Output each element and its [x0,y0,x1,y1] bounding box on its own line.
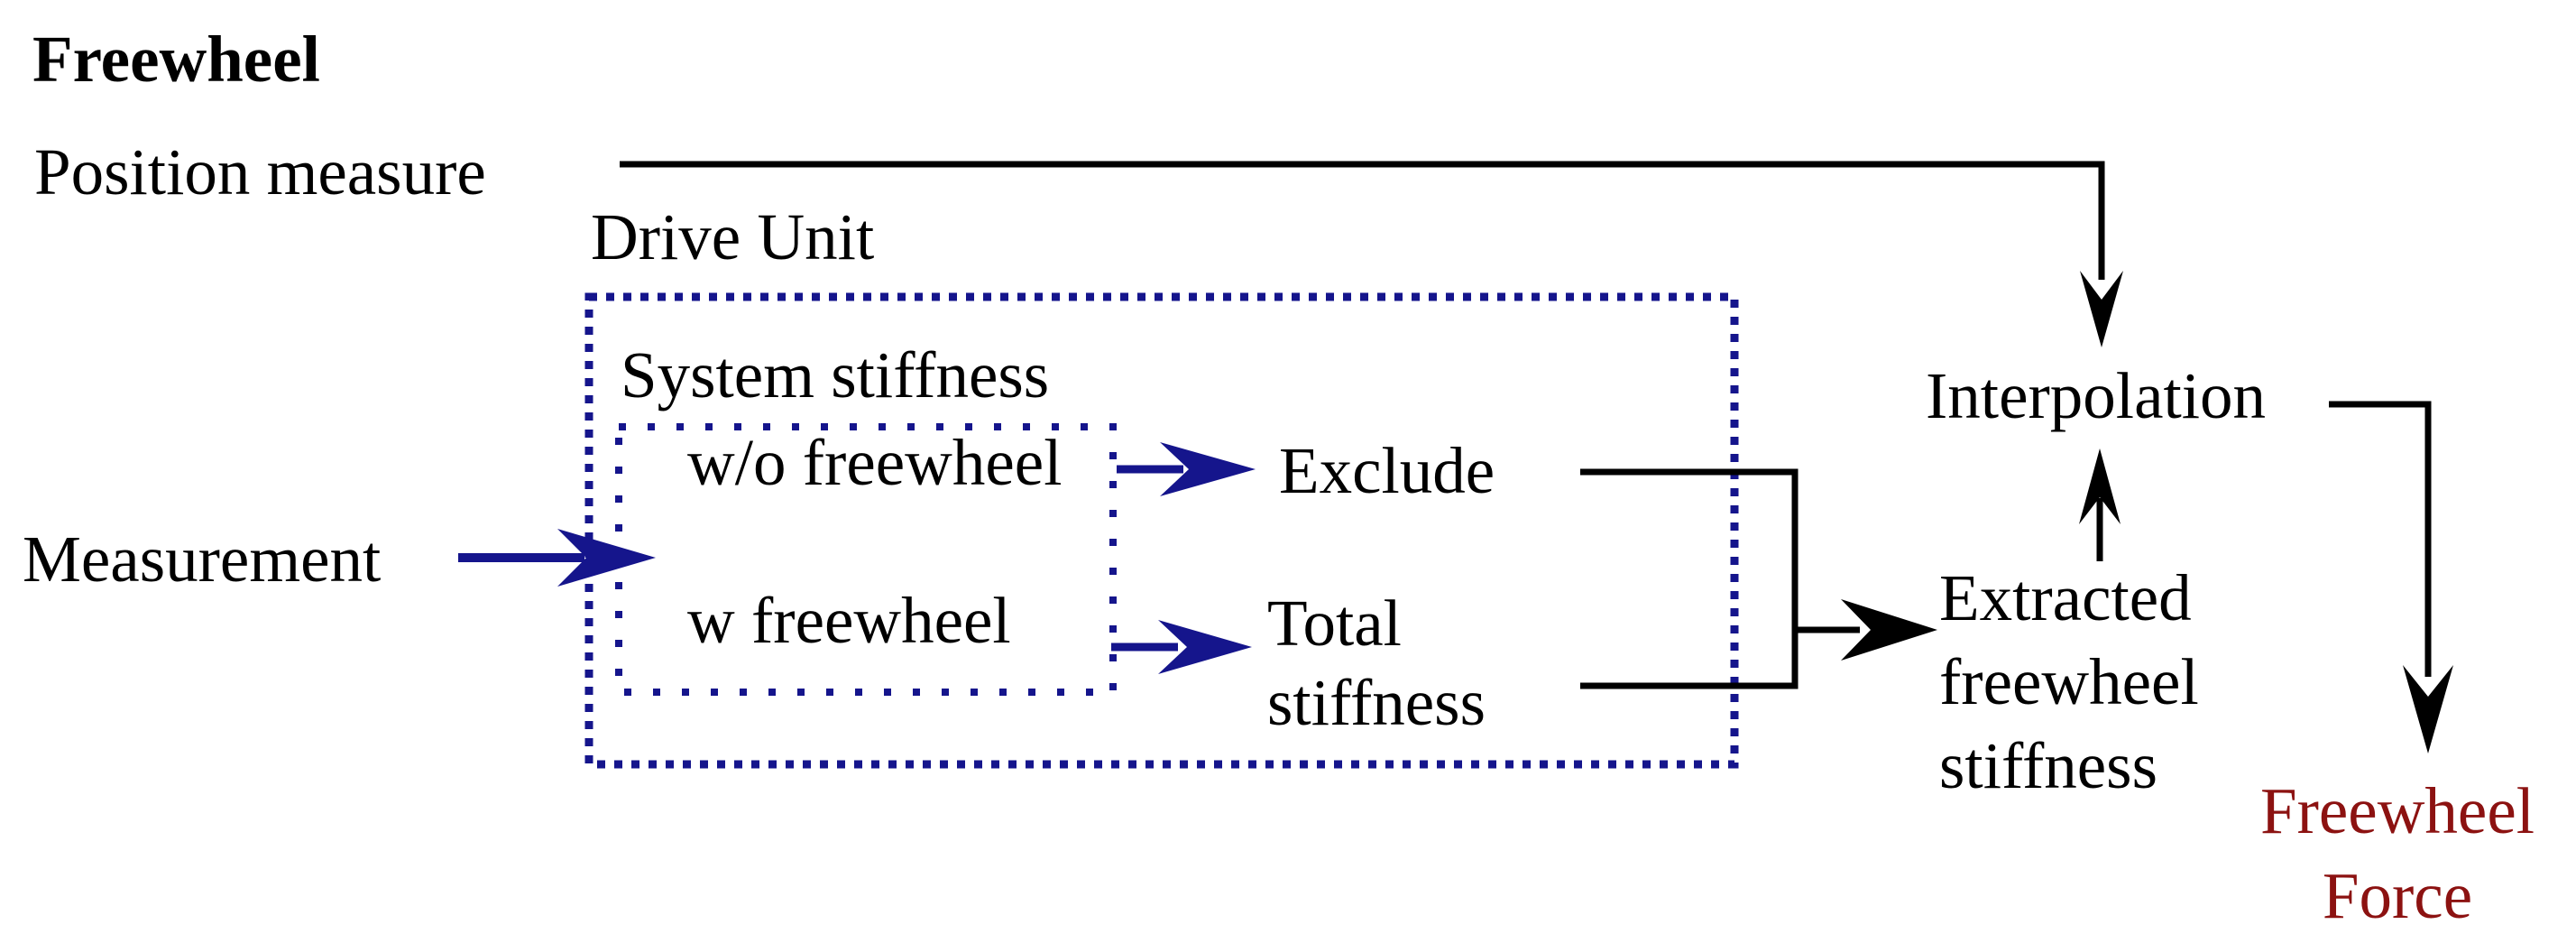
total-stiffness-label: Total stiffness [1267,584,1486,743]
drive-unit-label: Drive Unit [591,200,875,273]
extracted-line2: freewheel [1939,645,2199,718]
measurement-label: Measurement [23,522,382,596]
extracted-arrow [1795,599,1937,661]
with-freewheel-label: w freewheel [687,584,1011,657]
position-to-interpolation-arrow [620,161,2123,347]
freewheel-force-label: Freewheel Force [2235,769,2560,938]
freewheel-force-line2: Force [2322,859,2473,932]
interpolation-to-force-arrow [2329,401,2453,753]
interpolation-label: Interpolation [1926,359,2267,432]
system-stiffness-label: System stiffness [621,338,1050,411]
exclude-total-bracket-line [1580,468,1799,689]
extracted-to-interpolation-arrow [2079,448,2121,561]
extracted-line3: stiffness [1939,729,2157,802]
total-stiffness-line1: Total [1267,587,1402,660]
w-freewheel-arrow [1111,620,1252,674]
wo-freewheel-arrow [1117,442,1256,496]
position-measure-label: Position measure [34,135,486,208]
measurement-arrow [458,529,656,587]
without-freewheel-label: w/o freewheel [687,426,1063,499]
page-title: Freewheel [32,23,320,96]
exclude-label: Exclude [1279,434,1495,507]
drive-unit-box [584,292,1739,769]
extracted-freewheel-stiffness-label: Extracted freewheel stiffness [1939,556,2199,808]
freewheel-force-line1: Freewheel [2259,774,2535,847]
extracted-line1: Extracted [1939,561,2192,634]
total-stiffness-line2: stiffness [1267,666,1486,739]
